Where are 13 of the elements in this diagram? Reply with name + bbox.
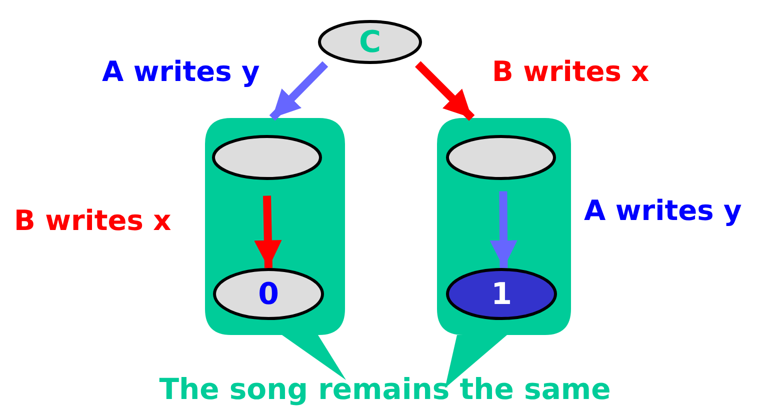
ellipse-node <box>446 268 557 320</box>
arrow <box>415 61 475 121</box>
arrow <box>490 191 518 268</box>
ellipse-node <box>213 268 324 320</box>
node-label: 1 <box>491 276 512 312</box>
arrow <box>254 196 282 268</box>
node-label: C <box>358 24 382 60</box>
ellipse <box>212 135 322 180</box>
caption: The song remains the same <box>158 372 612 406</box>
ellipse-node <box>318 20 422 64</box>
node-label: 0 <box>258 276 279 312</box>
ellipse <box>446 135 556 180</box>
arrow <box>269 61 328 121</box>
